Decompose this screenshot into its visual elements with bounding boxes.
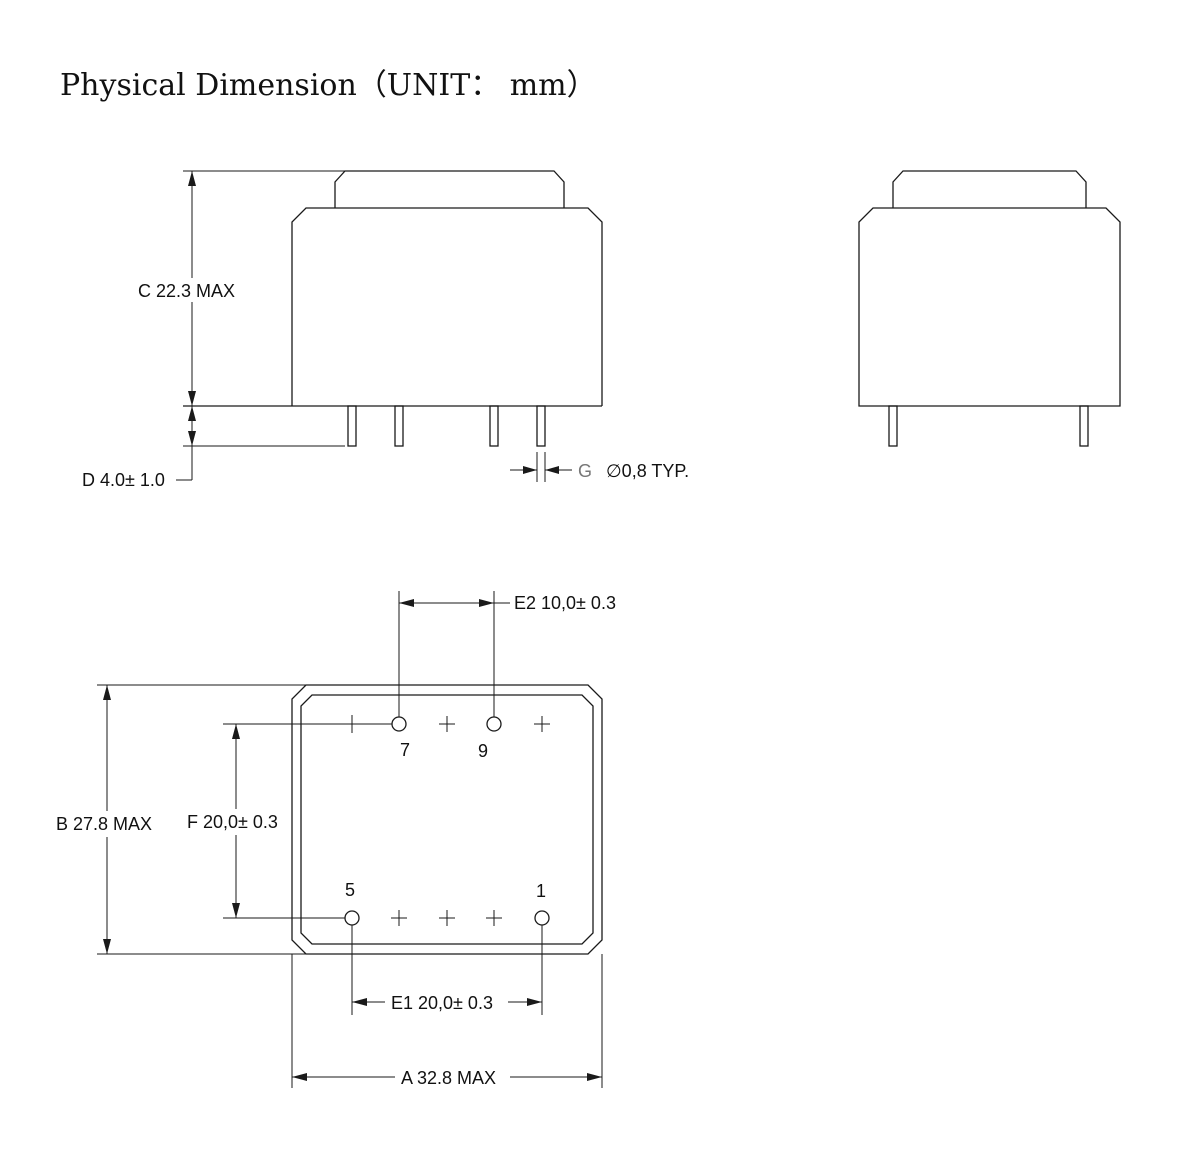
b-label-mask — [52, 811, 164, 837]
pin-1-hole — [534, 910, 550, 926]
c-arrow-bottom — [188, 391, 196, 406]
a-dimension-label: A 32.8 MAX — [401, 1068, 496, 1088]
pin-9-label: 9 — [478, 741, 488, 761]
front-cap-outline — [334, 170, 565, 208]
side-view — [858, 170, 1121, 447]
e2-arrow-left — [399, 599, 414, 607]
g-arrow-right — [545, 466, 559, 474]
front-pin — [536, 405, 546, 447]
pin-marker — [391, 910, 407, 926]
c-dimension-label: C 22.3 MAX — [138, 281, 235, 301]
g-letter: G — [578, 461, 592, 481]
e1-dimension-label: E1 20,0± 0.3 — [391, 993, 493, 1013]
e2-dimension-label: E2 10,0± 0.3 — [514, 593, 616, 613]
g-arrow-left — [523, 466, 537, 474]
e2-arrow-right — [479, 599, 494, 607]
side-cap-outline — [892, 170, 1087, 208]
bottom-inner-outline — [300, 694, 594, 945]
d-arrow-bottom — [188, 431, 196, 446]
e1-arrow-right — [527, 998, 542, 1006]
f-label-mask — [184, 809, 290, 835]
side-pin — [888, 405, 898, 447]
page-title: Physical Dimension（UNIT： mm） — [60, 68, 597, 103]
c-label-mask — [133, 278, 251, 302]
bottom-outer-outline — [291, 684, 603, 955]
front-pin — [394, 405, 404, 447]
e1-arrow-left — [352, 998, 367, 1006]
pin-marker — [439, 716, 455, 732]
front-body-outline — [291, 207, 603, 406]
f-arrow-top — [232, 724, 240, 739]
side-body-outline — [858, 207, 1121, 407]
a-arrow-right — [587, 1073, 602, 1081]
pin-9-hole — [486, 716, 502, 732]
front-pin — [347, 405, 357, 447]
c-arrow-top — [188, 171, 196, 186]
pin-7-label: 7 — [400, 740, 410, 760]
bottom-view: 7 9 5 1 E2 10,0± 0.3 B 27.8 MAX F 20,0± … — [52, 591, 616, 1088]
pin-marker — [439, 910, 455, 926]
d-arrow-top — [188, 406, 196, 421]
f-arrow-bottom — [232, 903, 240, 918]
front-pin — [489, 405, 499, 447]
a-arrow-left — [292, 1073, 307, 1081]
front-view: C 22.3 MAX D 4.0± 1.0 G ∅0,8 TYP. — [82, 170, 689, 490]
pin-5-hole — [344, 910, 360, 926]
pin-5-label: 5 — [345, 880, 355, 900]
pin-marker — [486, 910, 502, 926]
pin-7-hole — [391, 716, 407, 732]
b-dimension-label: B 27.8 MAX — [56, 814, 152, 834]
d-dimension-label: D 4.0± 1.0 — [82, 470, 165, 490]
g-dimension-label: ∅0,8 TYP. — [606, 461, 689, 481]
b-arrow-top — [103, 685, 111, 700]
pin-marker — [534, 716, 550, 732]
f-dimension-label: F 20,0± 0.3 — [187, 812, 278, 832]
side-pin — [1079, 405, 1089, 447]
b-arrow-bottom — [103, 939, 111, 954]
pin-1-label: 1 — [536, 881, 546, 901]
